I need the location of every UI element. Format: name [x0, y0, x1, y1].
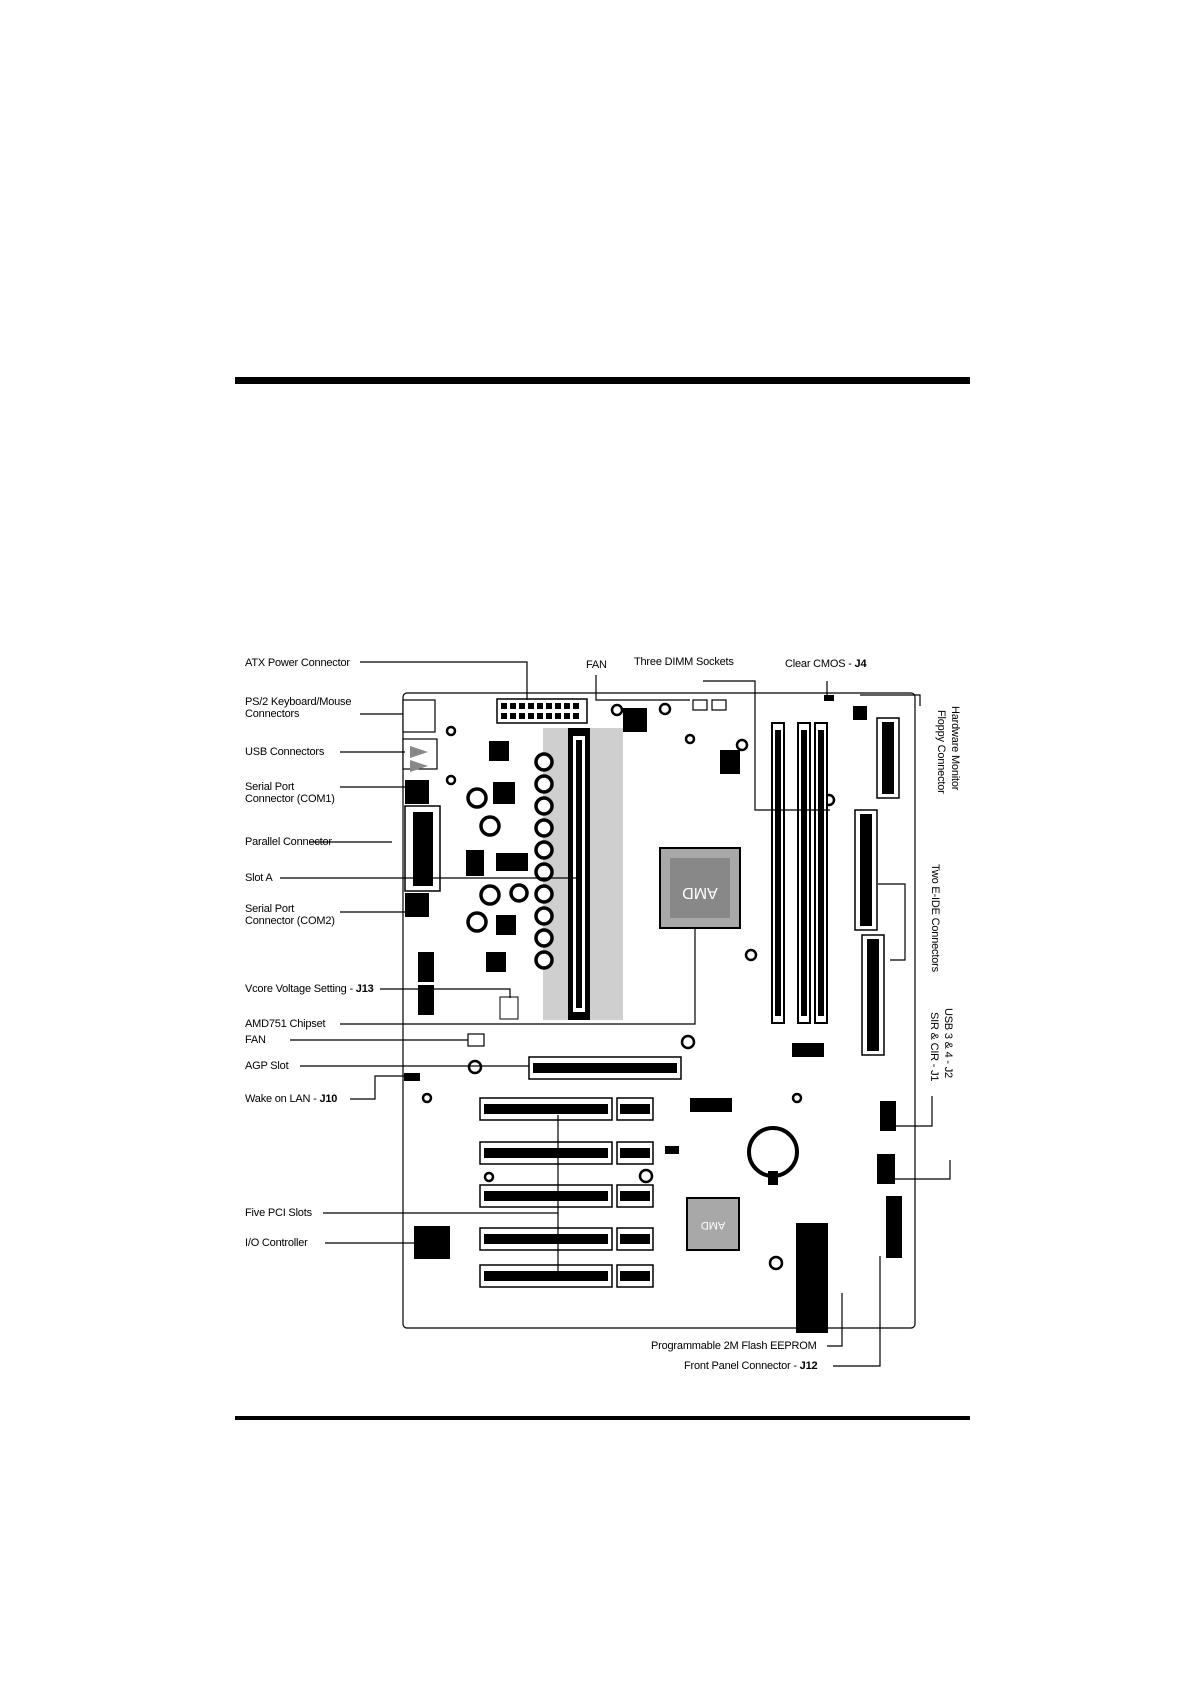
label-fan-top: FAN [586, 659, 607, 671]
label-slot-a: Slot A [245, 872, 273, 884]
amd-southbridge [686, 1197, 740, 1251]
clock-chip [792, 1043, 824, 1057]
label-atx-power: ATX Power Connector [245, 657, 350, 669]
sir-cir-header [877, 1154, 895, 1184]
cpu-chip-text: AMD [682, 884, 718, 901]
label-io-controller: I/O Controller [245, 1237, 308, 1249]
flash-eeprom [796, 1223, 828, 1333]
label-hw-monitor: Hardware Monitor [949, 706, 961, 791]
fan-header-1 [692, 699, 708, 711]
label-front-panel-text: Front Panel Connector - [684, 1360, 800, 1372]
dimm-sockets [771, 722, 828, 1024]
bottom-rule [235, 1416, 970, 1420]
label-dimm-sockets: Three DIMM Sockets [634, 656, 734, 668]
hw-monitor-chip [853, 706, 867, 720]
label-clear-cmos: Clear CMOS - J4 [785, 658, 867, 670]
label-floppy: Floppy Connector [935, 710, 947, 794]
vrm-capacitors [466, 752, 554, 970]
com2-header [405, 893, 429, 917]
label-vcore: Vcore Voltage Setting - J13 [245, 983, 374, 995]
atx-power-connector [496, 698, 588, 724]
label-vcore-text: Vcore Voltage Setting - [245, 983, 356, 995]
io-controller-chip [414, 1226, 450, 1259]
label-fan-left: FAN [245, 1034, 266, 1046]
fan-header-2 [711, 699, 727, 711]
label-usb: USB Connectors [245, 746, 325, 758]
label-parallel: Parallel Connector [245, 836, 332, 848]
pci-slots [479, 1097, 654, 1288]
label-wol-jumper: J10 [319, 1093, 338, 1105]
cmos-battery [747, 1126, 799, 1178]
label-front-panel-jumper: J12 [799, 1360, 818, 1372]
label-pci: Five PCI Slots [245, 1207, 312, 1219]
leader-lines [280, 661, 951, 1367]
small-chip-1 [418, 952, 434, 982]
small-ic [690, 1098, 732, 1112]
label-flash: Programmable 2M Flash EEPROM [651, 1340, 817, 1352]
mounting-holes [421, 702, 836, 1271]
label-sir-cir: SIR & CIR - J1 [928, 1012, 940, 1082]
usb34-header [880, 1101, 896, 1131]
ps2-connector [402, 699, 436, 733]
board-outline [402, 692, 916, 1329]
tiny-ic [665, 1146, 679, 1154]
com1-header [405, 780, 429, 804]
label-ide: Two E-IDE Connectors [929, 864, 941, 972]
label-usb34: USB 3 & 4 - J2 [942, 1008, 954, 1078]
label-clear-cmos-jumper: J4 [854, 658, 867, 670]
top-rule [235, 377, 970, 384]
label-front-panel: Front Panel Connector - J12 [684, 1360, 818, 1372]
clear-cmos-jumper [824, 695, 834, 701]
front-panel-header [886, 1196, 902, 1258]
label-vcore-jumper: J13 [355, 983, 374, 995]
label-wake-on-lan: Wake on LAN - J10 [245, 1093, 337, 1105]
label-ps2: PS/2 Keyboard/Mouse Connectors [245, 696, 352, 720]
small-chip-2 [418, 985, 434, 1015]
southbridge-text: AMD [701, 1219, 726, 1231]
label-wol-text: Wake on LAN - [245, 1093, 320, 1105]
vrm-mosfets [466, 708, 740, 972]
label-com1: Serial Port Connector (COM1) [245, 781, 335, 805]
label-chipset: AMD751 Chipset [245, 1018, 326, 1030]
label-agp: AGP Slot [245, 1060, 289, 1072]
label-clear-cmos-text: Clear CMOS - [785, 658, 855, 670]
vcore-jumper [499, 996, 519, 1020]
wake-on-lan-header [404, 1073, 420, 1081]
label-com2: Serial Port Connector (COM2) [245, 903, 335, 927]
fan-header-3 [467, 1033, 485, 1047]
